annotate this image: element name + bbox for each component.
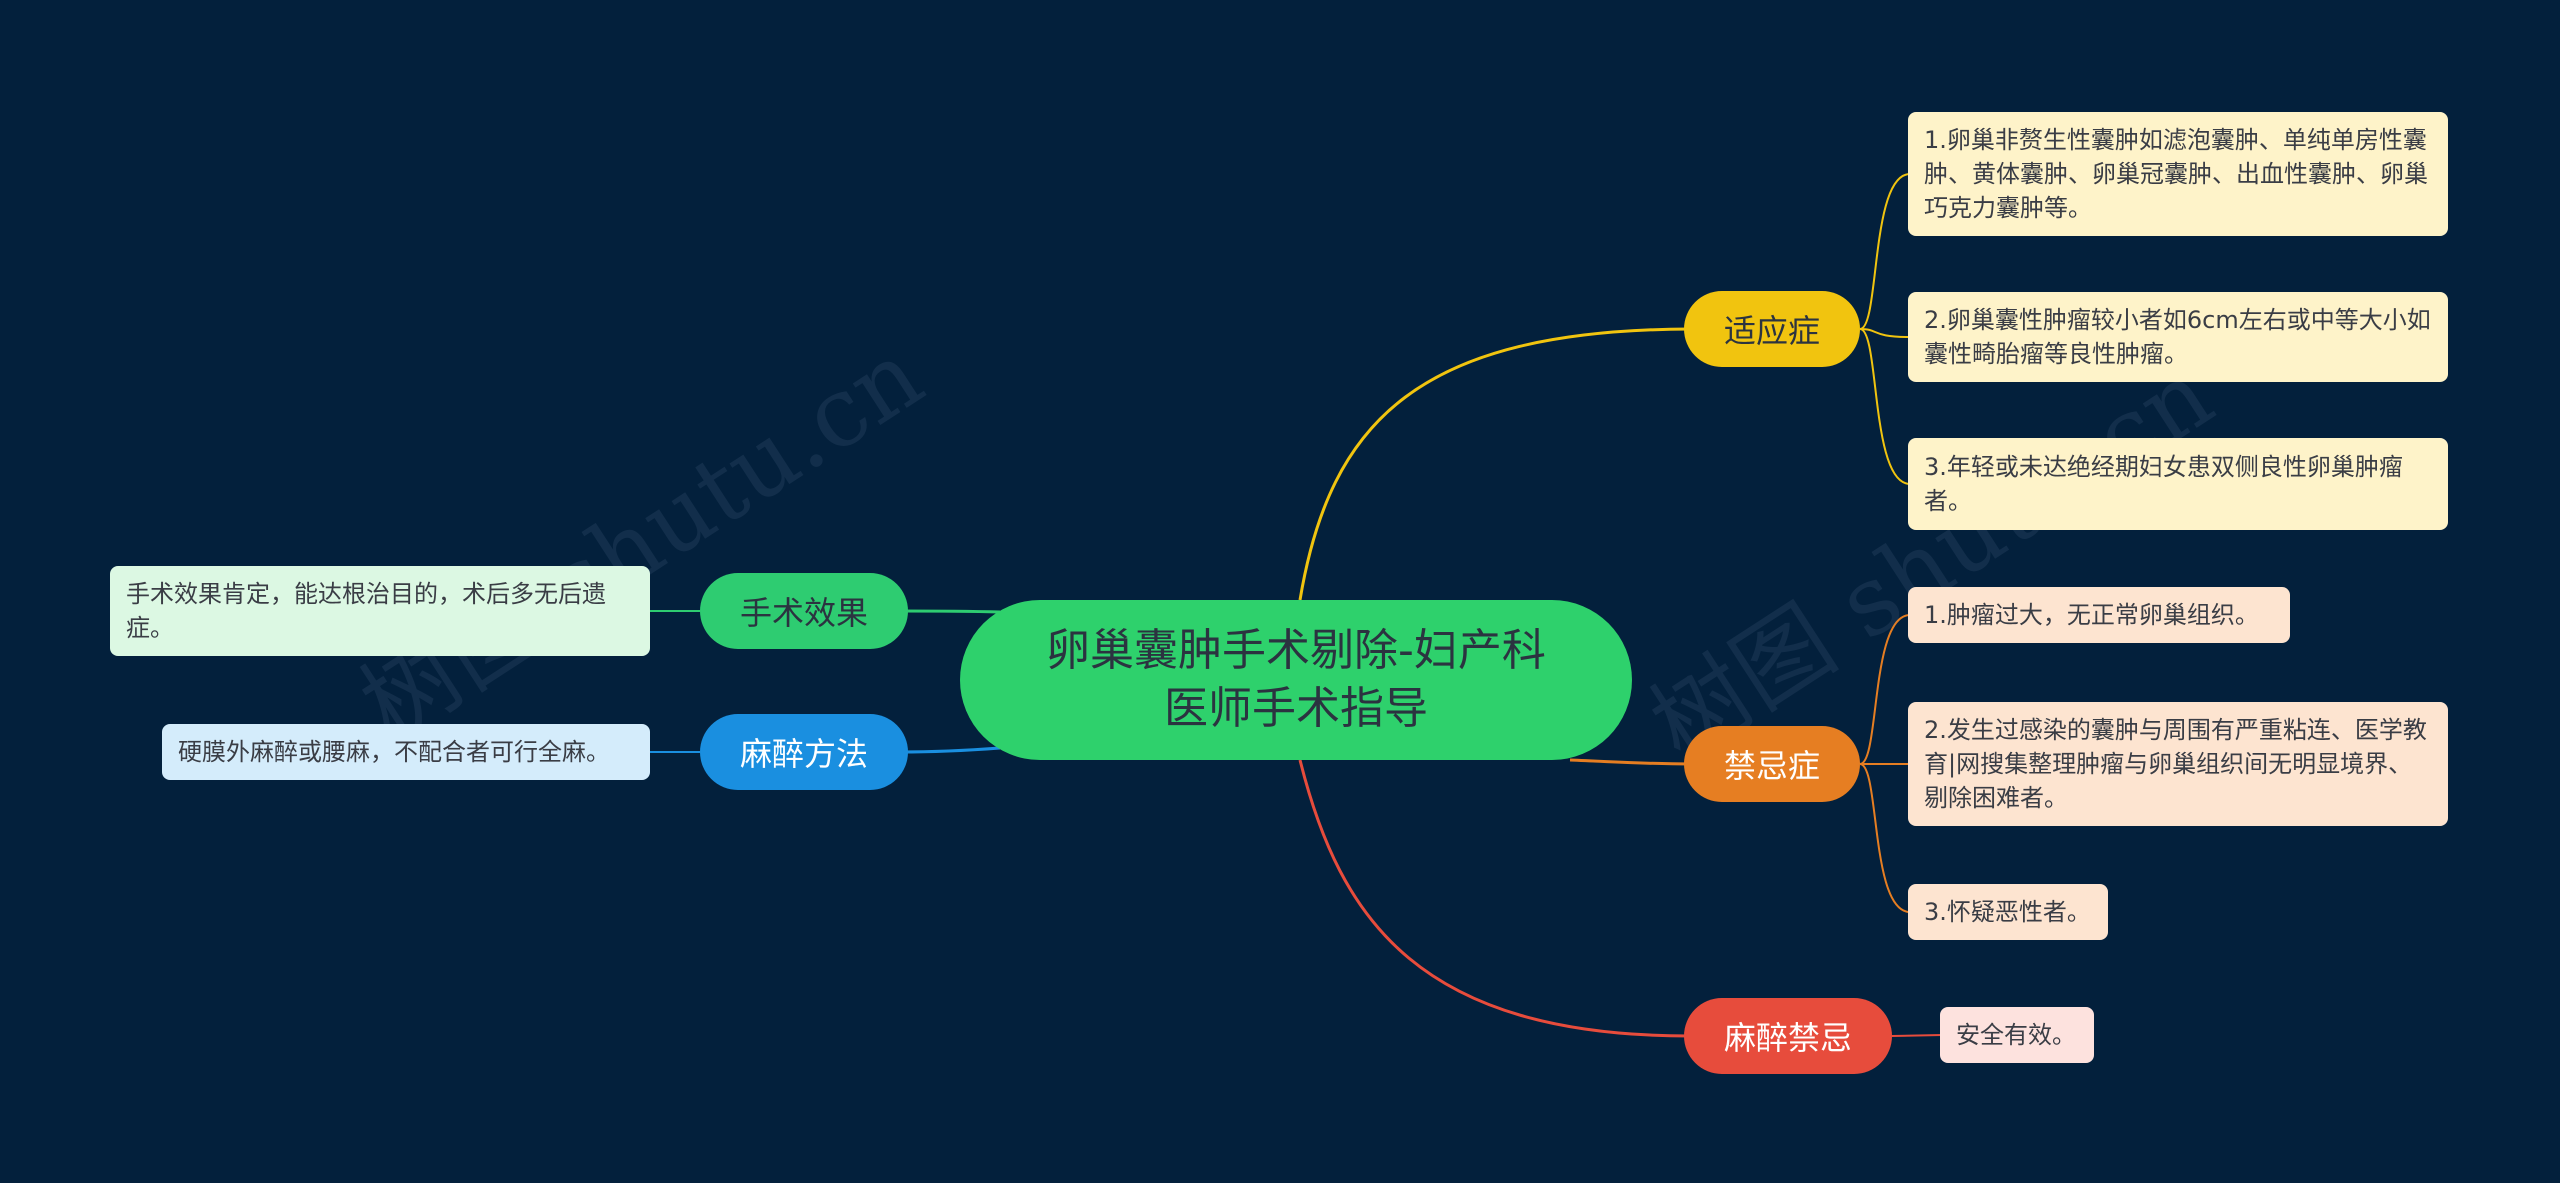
link-anesthesia-contra-1 bbox=[1891, 1034, 1943, 1037]
link-indication-2 bbox=[1859, 328, 1911, 338]
link-anesthesia-contra bbox=[1298, 759, 1691, 1038]
anesthesia-contra-item-1[interactable]: 安全有效。 bbox=[1940, 1007, 2094, 1063]
link-indication-3 bbox=[1859, 328, 1911, 485]
link-contraindications bbox=[1569, 758, 1691, 766]
contraindication-item-2[interactable]: 2.发生过感染的囊肿与周围有严重粘连、医学教育|网搜集整理肿瘤与卵巢组织间无明显… bbox=[1908, 702, 2448, 826]
link-contraindication-1 bbox=[1859, 614, 1911, 765]
link-contraindication-3 bbox=[1859, 763, 1911, 913]
contraindication-item-1[interactable]: 1.肿瘤过大，无正常卵巢组织。 bbox=[1908, 587, 2290, 643]
link-effect bbox=[899, 609, 1001, 614]
root-node[interactable]: 卵巢囊肿手术剔除-妇产科 医师手术指导 bbox=[960, 600, 1632, 760]
effect-item-1[interactable]: 手术效果肯定，能达根治目的，术后多无后遗症。 bbox=[110, 566, 650, 656]
indication-item-1[interactable]: 1.卵巢非赘生性囊肿如滤泡囊肿、单纯单房性囊肿、黄体囊肿、卵巢冠囊肿、出血性囊肿… bbox=[1908, 112, 2448, 236]
branch-anesthesia-contra[interactable]: 麻醉禁忌 bbox=[1684, 998, 1892, 1074]
anesthesia-method-item-1[interactable]: 硬膜外麻醉或腰麻，不配合者可行全麻。 bbox=[162, 724, 650, 780]
branch-anesthesia-method[interactable]: 麻醉方法 bbox=[700, 714, 908, 790]
link-anesthesia-method bbox=[899, 746, 1001, 754]
indication-item-3[interactable]: 3.年轻或未达绝经期妇女患双侧良性卵巢肿瘤者。 bbox=[1908, 438, 2448, 530]
contraindication-item-3[interactable]: 3.怀疑恶性者。 bbox=[1908, 884, 2108, 940]
root-title-line-2: 医师手术指导 bbox=[1163, 683, 1428, 734]
indication-item-2[interactable]: 2.卵巢囊性肿瘤较小者如6cm左右或中等大小如囊性畸胎瘤等良性肿瘤。 bbox=[1908, 292, 2448, 382]
branch-indications[interactable]: 适应症 bbox=[1684, 291, 1860, 367]
branch-contraindications[interactable]: 禁忌症 bbox=[1684, 726, 1860, 802]
root-title-line-1: 卵巢囊肿手术剔除-妇产科 bbox=[1046, 625, 1546, 676]
link-indications bbox=[1298, 327, 1691, 601]
link-indication-1 bbox=[1859, 173, 1911, 330]
branch-effect[interactable]: 手术效果 bbox=[700, 573, 908, 649]
